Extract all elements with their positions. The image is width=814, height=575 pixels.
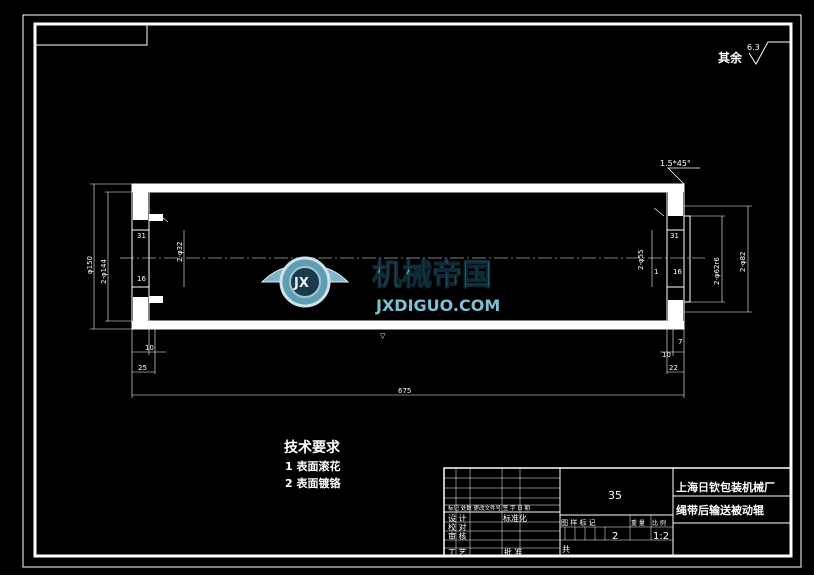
left-bearing-bottom	[149, 296, 163, 303]
right-section-mark	[653, 207, 665, 217]
tb-company: 上海日钦包装机械厂	[676, 480, 775, 494]
roughness-symbol	[748, 41, 790, 65]
dim-outer-dia: φ150	[86, 256, 94, 274]
tech-req-title: 技术要求	[284, 439, 341, 456]
left-vertical-dims: φ150 2-φ144 2-φ32 31 16	[86, 183, 185, 330]
top-left-label-box	[34, 23, 148, 46]
dim-left-25: 25	[138, 364, 147, 372]
right-vertical-dims: 2-φ55 2-φ62r6 2-φ82 31 16 1	[637, 205, 752, 313]
chamfer-leader	[667, 167, 700, 185]
tb-review: 审 核	[448, 531, 467, 541]
roller-top-wall	[132, 184, 684, 192]
roller-body	[131, 183, 691, 330]
tb-ratio: 比 例	[652, 519, 666, 527]
watermark-cn: 机械帝国	[372, 258, 492, 293]
roller-bottom-wall	[132, 321, 684, 329]
dim-right-w2: 16	[673, 268, 682, 276]
watermark-en: JXDIGUO.COM	[375, 296, 500, 315]
dim-right-bore-out: 2-φ82	[739, 251, 747, 272]
left-section-mark	[157, 213, 169, 223]
tb-drawing-name: 绳带后输送被动辊	[676, 503, 764, 517]
tb-standardize: 标准化	[503, 513, 527, 523]
right-cap-top	[668, 192, 683, 216]
tb-drawing-no: 35	[608, 489, 622, 502]
dim-left-w2: 16	[137, 275, 146, 283]
dim-left-bore: 2-φ32	[176, 241, 184, 262]
left-end-cap	[131, 183, 150, 330]
tech-req-item-2: 2 表面镀铬	[285, 476, 341, 490]
dim-inner-dia: 2-φ144	[100, 258, 108, 284]
dim-left-10: 10	[145, 344, 154, 352]
horizontal-dims: 10 25 10 7 22 675	[131, 329, 685, 398]
tb-weight: 重 量	[631, 519, 645, 527]
tb-design: 设 计	[448, 513, 467, 523]
title-block: 标记 处数 更改文件号 签 字 日 期 设 计 标准化 校 对 审 核 工 艺 …	[443, 467, 792, 557]
tb-stage-mark: 图 样 标 记	[561, 518, 596, 527]
dim-left-w1: 31	[137, 232, 146, 240]
dim-right-bore-small: 2-φ55	[637, 249, 645, 270]
left-bearing-top	[149, 214, 163, 221]
tb-header-row: 标记 处数 更改文件号 签 字 日 期	[448, 504, 530, 512]
surface-roughness-value: 6.3	[747, 43, 760, 52]
surface-note: 其余	[718, 50, 743, 65]
dim-right-10: 10	[662, 351, 671, 359]
watermark: JX 机械帝国 JXDIGUO.COM	[260, 256, 500, 315]
sheet-outer-border	[22, 14, 802, 568]
dim-overall-length: 675	[398, 387, 411, 395]
dim-right-w3: 1	[654, 268, 658, 276]
sheet-inner-border	[33, 22, 793, 558]
tb-quantity: 2	[612, 531, 618, 542]
tb-check: 校 对	[448, 522, 467, 532]
chamfer-label: 1.5*45°	[660, 159, 691, 168]
tech-req-item-1: 1 表面滚花	[285, 459, 340, 473]
left-cap-bottom	[133, 297, 148, 321]
dim-right-7: 7	[678, 338, 682, 346]
tb-scale: 1:2	[653, 531, 669, 542]
dim-right-w1: 31	[670, 232, 679, 240]
right-cap-bottom	[668, 300, 683, 321]
tb-process: 工 艺	[448, 548, 467, 557]
bottom-center-mark: ▽	[380, 332, 386, 340]
left-cap-top	[133, 192, 148, 220]
emblem-text: JX	[293, 276, 309, 291]
tb-approve: 批 准	[504, 547, 523, 557]
dim-right-bore-mid: 2-φ62r6	[713, 257, 721, 285]
right-hub	[683, 215, 691, 303]
dim-right-22: 22	[669, 364, 678, 372]
tb-sheets: 共	[562, 545, 570, 554]
